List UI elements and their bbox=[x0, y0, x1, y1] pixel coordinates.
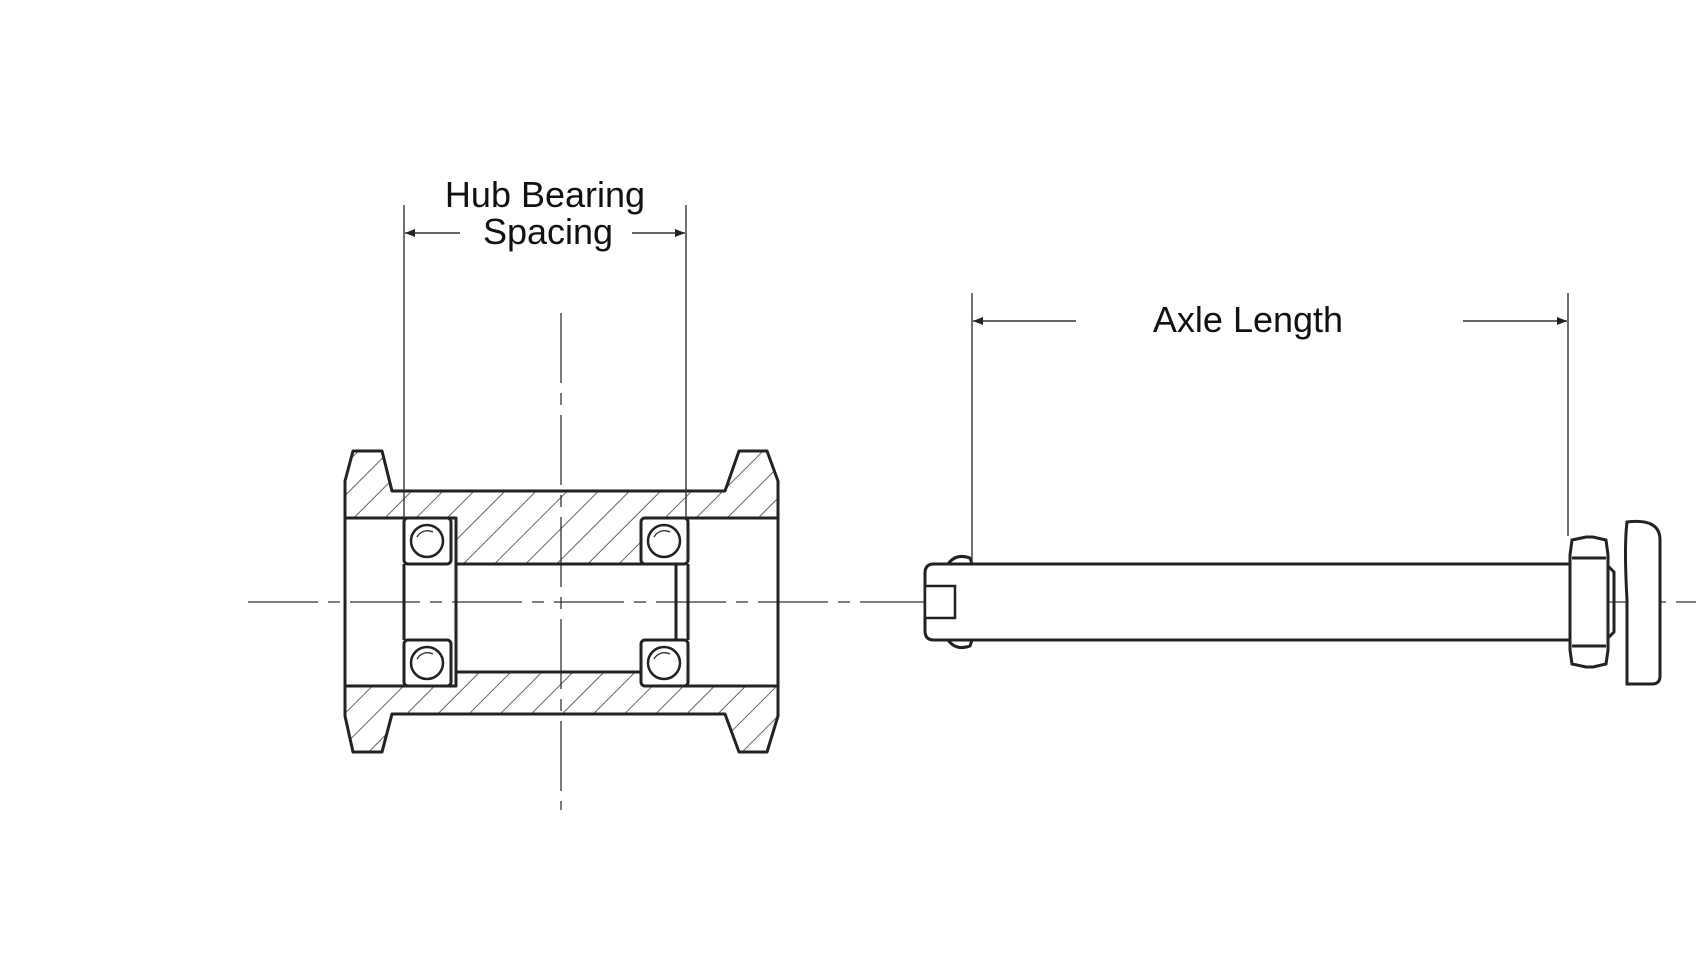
left-bearing-top bbox=[402, 516, 453, 566]
axle-end-slot bbox=[923, 584, 957, 620]
axle-nut bbox=[1568, 535, 1616, 669]
axle-length-label: Axle Length bbox=[1153, 299, 1343, 340]
axle-end-knob bbox=[1624, 519, 1662, 686]
hub-section bbox=[343, 449, 780, 754]
right-bearing-bottom bbox=[639, 638, 690, 688]
hub-bearing-spacing-label-line1: Hub Bearing bbox=[445, 174, 645, 215]
hub-bearing-spacing-dimension: Hub Bearing Spacing bbox=[403, 174, 687, 518]
hub-lower-wall bbox=[343, 670, 780, 754]
axle-retaining-clip bbox=[946, 555, 974, 649]
axle-length-dimension: Axle Length bbox=[971, 293, 1569, 562]
right-bearing-top bbox=[639, 516, 690, 566]
hub-bearing-spacing-label-line2: Spacing bbox=[483, 211, 613, 252]
axle-shaft bbox=[923, 562, 1572, 642]
axle bbox=[923, 519, 1662, 686]
left-bearing-bottom bbox=[402, 638, 453, 688]
